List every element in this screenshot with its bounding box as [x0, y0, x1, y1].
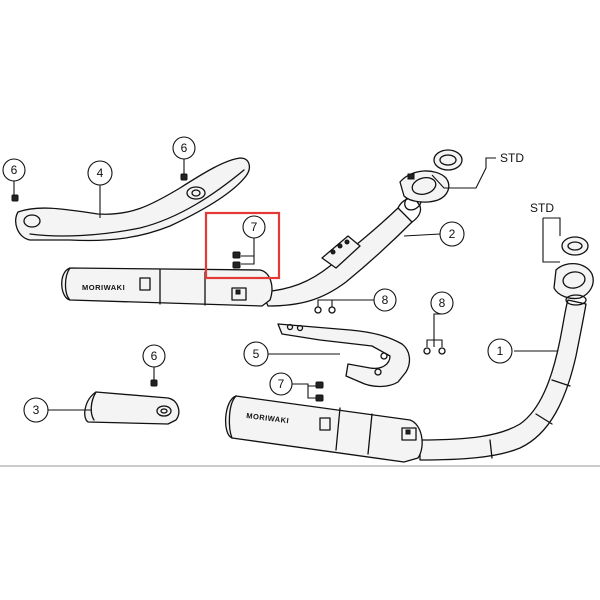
callout-6b-number: 6 [181, 141, 188, 155]
callout-7a-number: 7 [251, 220, 258, 234]
callout-4: 4 [87, 160, 113, 186]
callout-6a-number: 6 [11, 163, 18, 177]
callout-8b-number: 8 [439, 296, 446, 310]
nuts-7-upper [232, 251, 241, 269]
part-3-heat-shield [84, 391, 180, 425]
part-1-lower-exhaust [225, 263, 594, 463]
callout-3-number: 3 [33, 403, 40, 417]
brand-muffler-upper: MORIWAKI [82, 283, 125, 292]
callout-5: 5 [243, 341, 269, 367]
leader-2 [403, 233, 441, 237]
nuts-7-lower [315, 381, 324, 402]
std-label-right: STD [530, 201, 554, 215]
washers-8-upper [314, 306, 336, 314]
std-label-top: STD [500, 151, 524, 165]
callout-6c: 6 [142, 344, 166, 368]
callout-1: 1 [487, 338, 513, 364]
callout-1-number: 1 [497, 344, 504, 358]
callout-7a: 7 [242, 215, 266, 239]
callout-8a-number: 8 [382, 293, 389, 307]
callout-6b: 6 [172, 136, 196, 160]
std-right-bracket [542, 218, 560, 263]
callout-2: 2 [439, 221, 465, 247]
std-right-top-line [543, 217, 561, 236]
leader-8b [426, 313, 443, 347]
callout-8a: 8 [373, 288, 397, 312]
part-4-heat-shield [15, 157, 251, 242]
callout-7b-number: 7 [278, 377, 285, 391]
leader-7b [292, 383, 316, 399]
gasket-std-top [433, 149, 463, 171]
callout-8b: 8 [430, 291, 454, 315]
callout-6c-number: 6 [151, 349, 158, 363]
callout-7b: 7 [269, 372, 293, 396]
std-top-bracket [431, 157, 496, 189]
bolt-6-lower [150, 379, 158, 387]
bolt-6-left [11, 194, 19, 202]
callout-4-number: 4 [97, 166, 104, 180]
leader-7a [241, 238, 255, 265]
part-5-bracket [277, 323, 411, 388]
highlight-box [204, 211, 281, 280]
callout-6a: 6 [2, 158, 26, 182]
washers-8-right [423, 347, 446, 355]
bolt-6-top [180, 173, 188, 181]
gasket-std-right [561, 236, 589, 256]
callout-3: 3 [23, 397, 49, 423]
leader-8a [317, 299, 374, 307]
callout-5-number: 5 [253, 347, 260, 361]
callout-2-number: 2 [449, 227, 456, 241]
